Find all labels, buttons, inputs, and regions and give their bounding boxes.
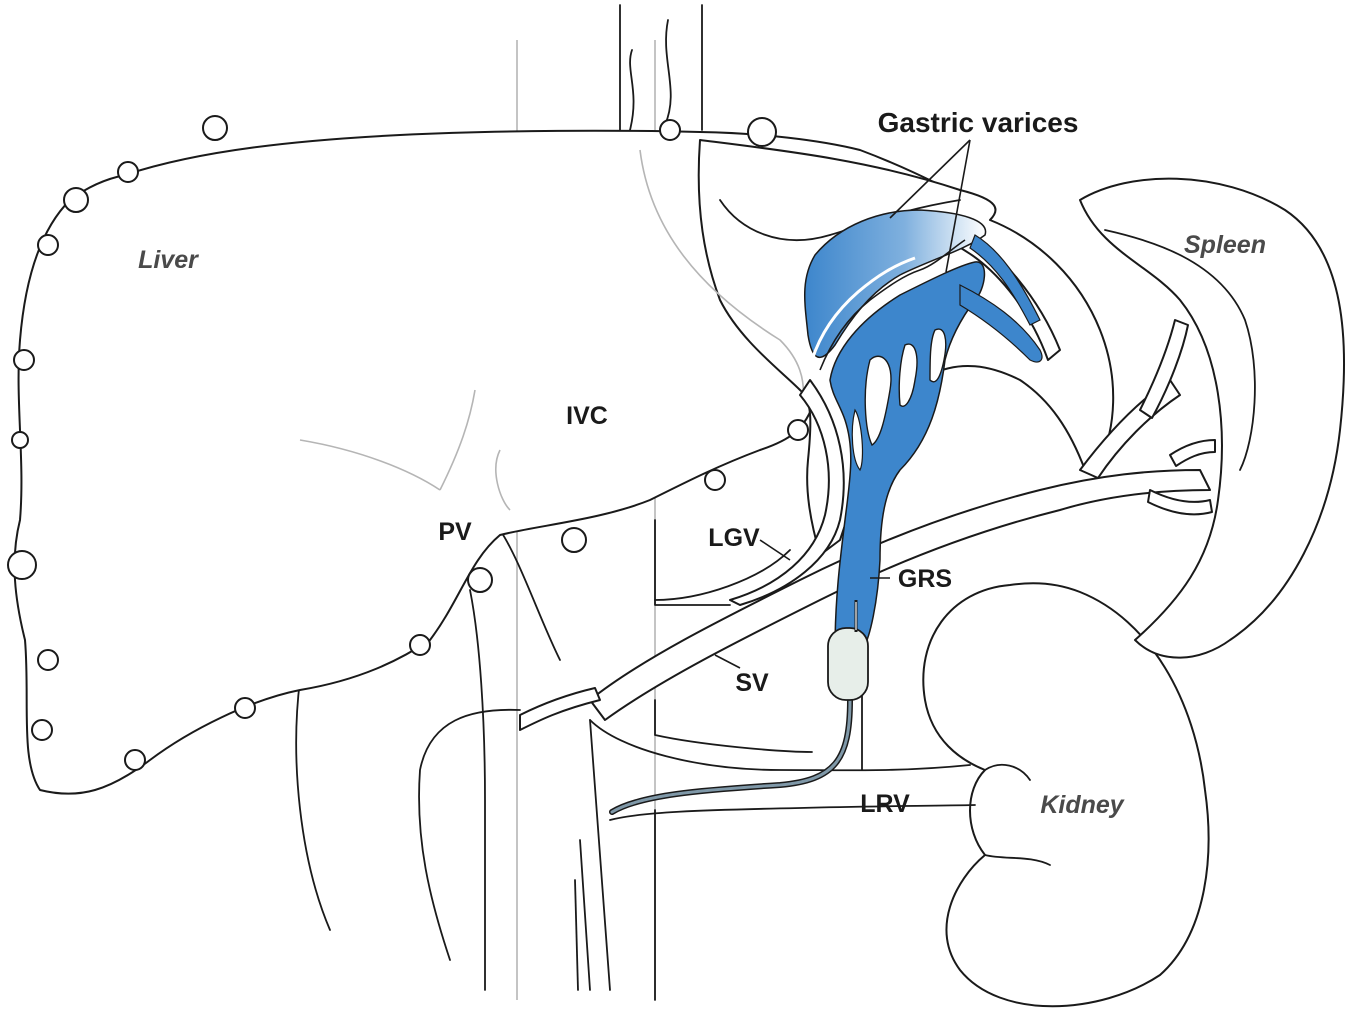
pv-label: PV [438, 518, 472, 546]
sv-label: SV [735, 669, 769, 697]
esophagus [620, 5, 702, 130]
liver-label: Liver [138, 246, 199, 274]
gastric-varices-label: Gastric varices [878, 107, 1079, 138]
ivc-label: IVC [566, 402, 608, 430]
lrv-label: LRV [860, 790, 910, 818]
kidney-label: Kidney [1040, 791, 1124, 819]
lgv-label: LGV [708, 524, 760, 552]
left-renal-vein [590, 720, 975, 1000]
grs-label: GRS [898, 565, 952, 593]
spleen-label: Spleen [1184, 231, 1266, 259]
